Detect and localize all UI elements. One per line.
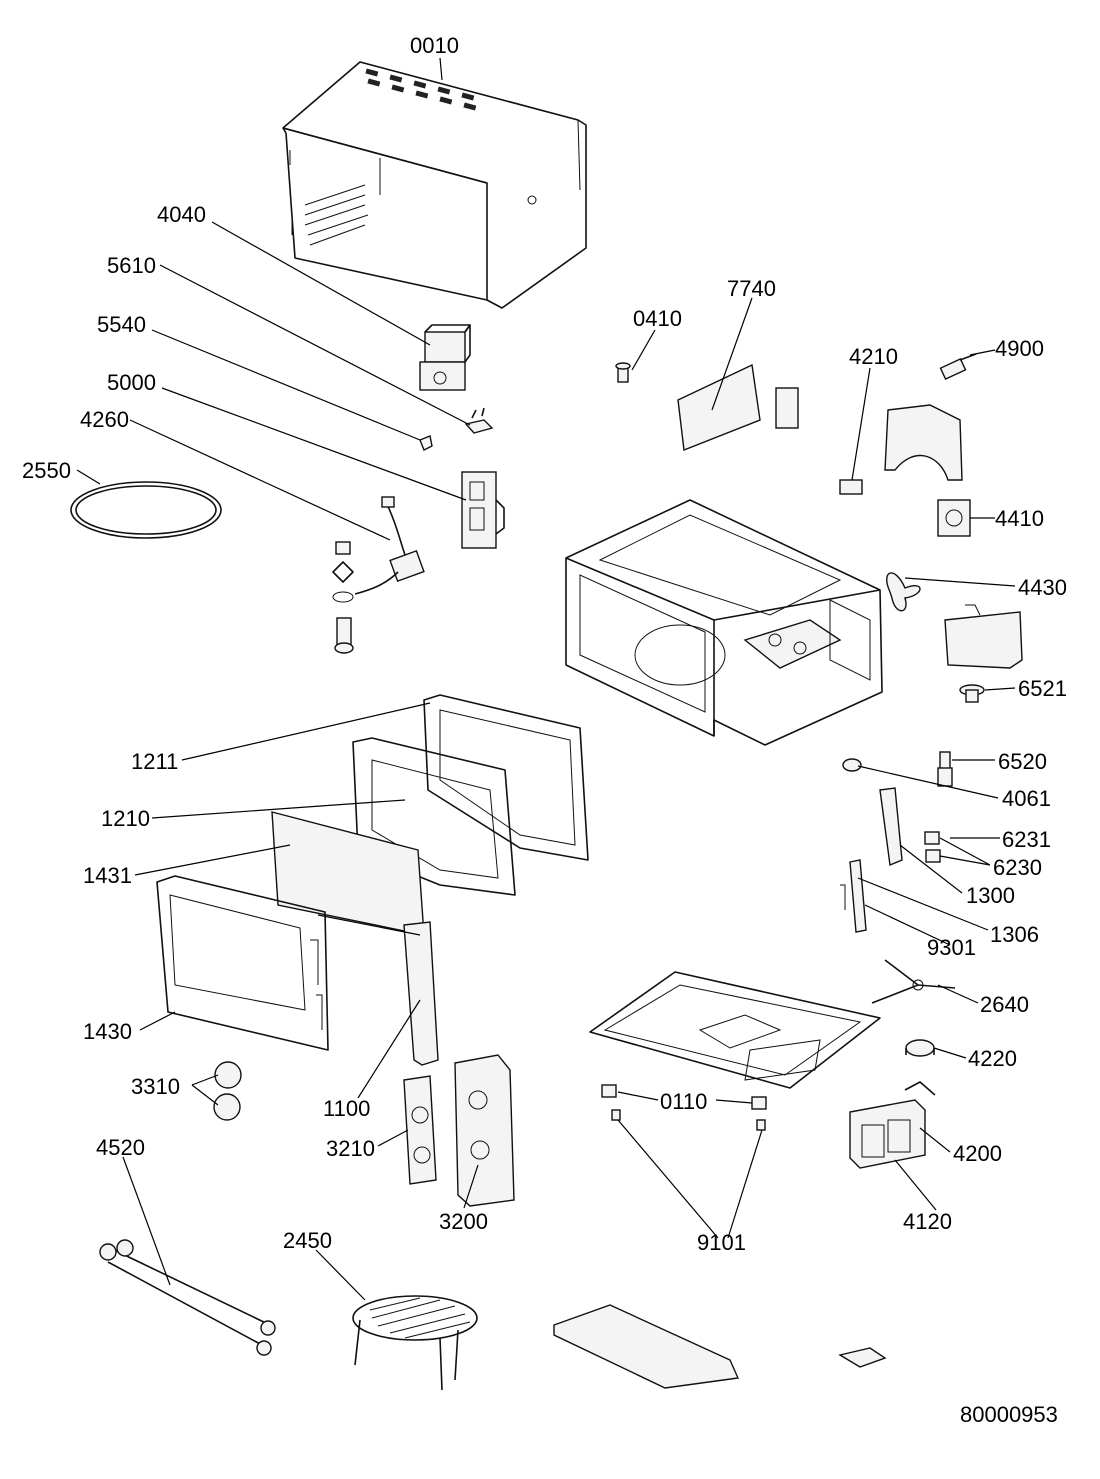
label-3310: 3310	[131, 1074, 180, 1099]
part-3200-control-housing	[454, 1054, 515, 1207]
label-6520: 6520	[998, 749, 1047, 774]
label-2550: 2550	[22, 458, 71, 483]
label-1431: 1431	[83, 863, 132, 888]
part-0110-feet	[601, 1084, 767, 1131]
part-fan-duct	[884, 404, 963, 481]
label-0110: 0110	[660, 1089, 708, 1114]
part-3210-panel	[403, 1075, 437, 1185]
label-5610: 5610	[107, 253, 156, 278]
label-6230: 6230	[993, 855, 1042, 880]
part-5610-thermostat	[464, 407, 494, 434]
label-0010: 0010	[410, 33, 459, 58]
leader-lines	[76, 57, 1016, 1301]
label-7740: 7740	[727, 276, 776, 301]
label-4061: 4061	[1002, 786, 1051, 811]
part-1100-handle	[403, 921, 439, 1066]
label-4210: 4210	[849, 344, 898, 369]
part-0010-cabinet	[282, 61, 587, 309]
part-1306-hook	[840, 859, 867, 933]
part-oven-cavity	[565, 499, 883, 746]
label-1100: 1100	[323, 1096, 371, 1121]
part-4061-spacer	[842, 758, 862, 772]
label-4430: 4430	[1018, 575, 1067, 600]
label-4520: 4520	[96, 1135, 145, 1160]
label-3210: 3210	[326, 1136, 375, 1161]
label-3200: 3200	[439, 1209, 488, 1234]
label-4260: 4260	[80, 407, 129, 432]
part-5000-board	[461, 471, 505, 549]
part-1430-door-front	[156, 875, 329, 1051]
label-4040: 4040	[157, 202, 206, 227]
label-4200: 4200	[953, 1141, 1002, 1166]
part-1431-glass	[271, 811, 425, 936]
part-2550-ring	[70, 481, 222, 539]
part-small-bracket	[838, 1347, 887, 1368]
part-base-plate	[589, 971, 881, 1089]
part-5540-clip	[419, 435, 433, 451]
part-7740-mica	[677, 363, 799, 451]
part-4430-fan	[886, 572, 921, 612]
part-2640-spider	[871, 959, 956, 1004]
label-1430: 1430	[83, 1019, 132, 1044]
label-2450: 2450	[283, 1228, 332, 1253]
part-fan-bracket	[944, 604, 1023, 669]
part-4520-heater	[99, 1239, 276, 1356]
label-5000: 5000	[107, 370, 156, 395]
part-4040-magnetron	[419, 324, 471, 391]
label-2640: 2640	[980, 992, 1029, 1017]
drawing-number: 80000953	[960, 1402, 1058, 1427]
part-4120-transformer	[849, 1099, 926, 1169]
part-4900-lamp	[939, 353, 977, 381]
part-0410-screw	[615, 362, 631, 383]
label-1211: 1211	[131, 749, 179, 774]
label-4220: 4220	[968, 1046, 1017, 1071]
part-6520-shaft	[937, 751, 953, 787]
part-2450-rack	[352, 1295, 478, 1391]
label-9301: 9301	[927, 935, 976, 960]
label-6231: 6231	[1002, 827, 1051, 852]
part-4200-capacitor-bracket	[904, 1081, 936, 1096]
part-6521-coupler	[959, 684, 985, 703]
label-0410: 0410	[633, 306, 682, 331]
part-4260-wire-set	[332, 496, 425, 654]
part-tray-cover	[553, 1304, 740, 1389]
label-1300: 1300	[966, 883, 1015, 908]
label-5540: 5540	[97, 312, 146, 337]
label-1306: 1306	[990, 922, 1039, 947]
label-4900: 4900	[995, 336, 1044, 361]
part-1211-door-frame	[423, 694, 589, 861]
label-9101: 9101	[697, 1230, 746, 1255]
part-1300-latch	[879, 787, 941, 866]
label-1210: 1210	[101, 806, 150, 831]
part-4410-motor	[937, 499, 971, 537]
label-6521: 6521	[1018, 676, 1067, 701]
part-4220-turntable-motor	[905, 1039, 935, 1057]
part-3310-knobs	[213, 1061, 242, 1121]
label-4410: 4410	[995, 506, 1044, 531]
label-4120: 4120	[903, 1209, 952, 1234]
part-4210-switch	[839, 479, 863, 495]
